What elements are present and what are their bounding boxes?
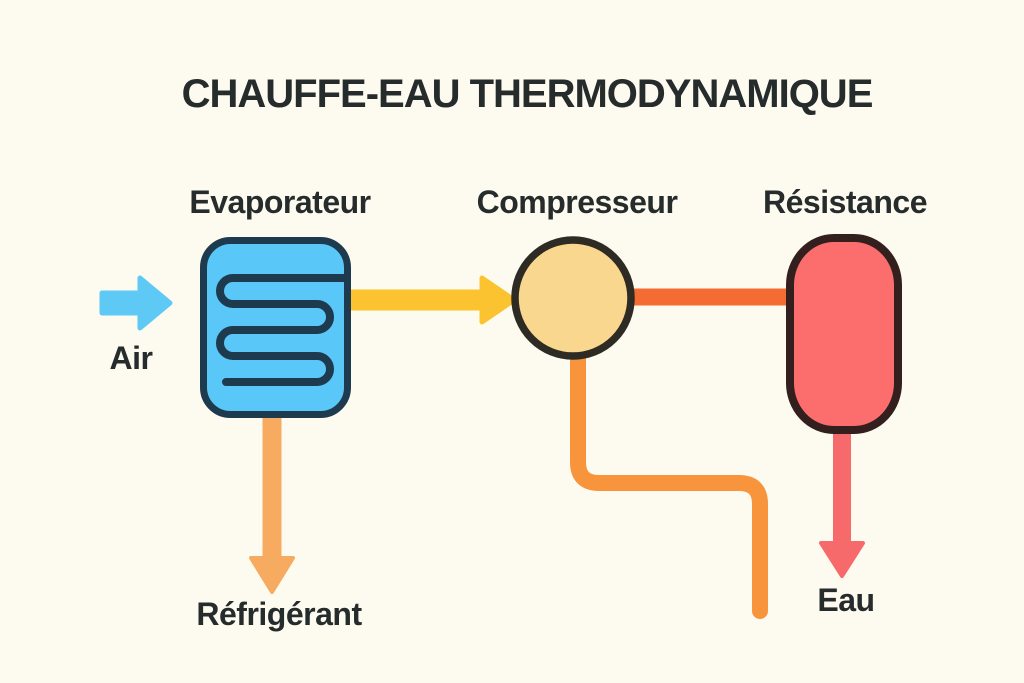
resistance-tank [786,234,902,434]
refrigerant-label: Réfrigérant [196,596,362,632]
compressor-label: Compresseur [476,184,678,220]
water-down-arrow [819,418,865,578]
compressor-return-pipe [570,342,768,619]
air-arrow-icon [99,275,173,331]
evaporator-coil [216,274,351,386]
page-title: CHAUFFE-EAU THERMODYNAMIQUE [181,72,874,116]
resistance-label: Résistance [763,184,927,220]
refrigerant-down-arrow [249,406,295,594]
air-label: Air [109,340,153,376]
evaporator-to-compressor-arrow [341,275,517,325]
compressor-circle [511,236,635,360]
water-label: Eau [817,582,875,618]
evaporator-label: Evaporateur [189,184,371,220]
